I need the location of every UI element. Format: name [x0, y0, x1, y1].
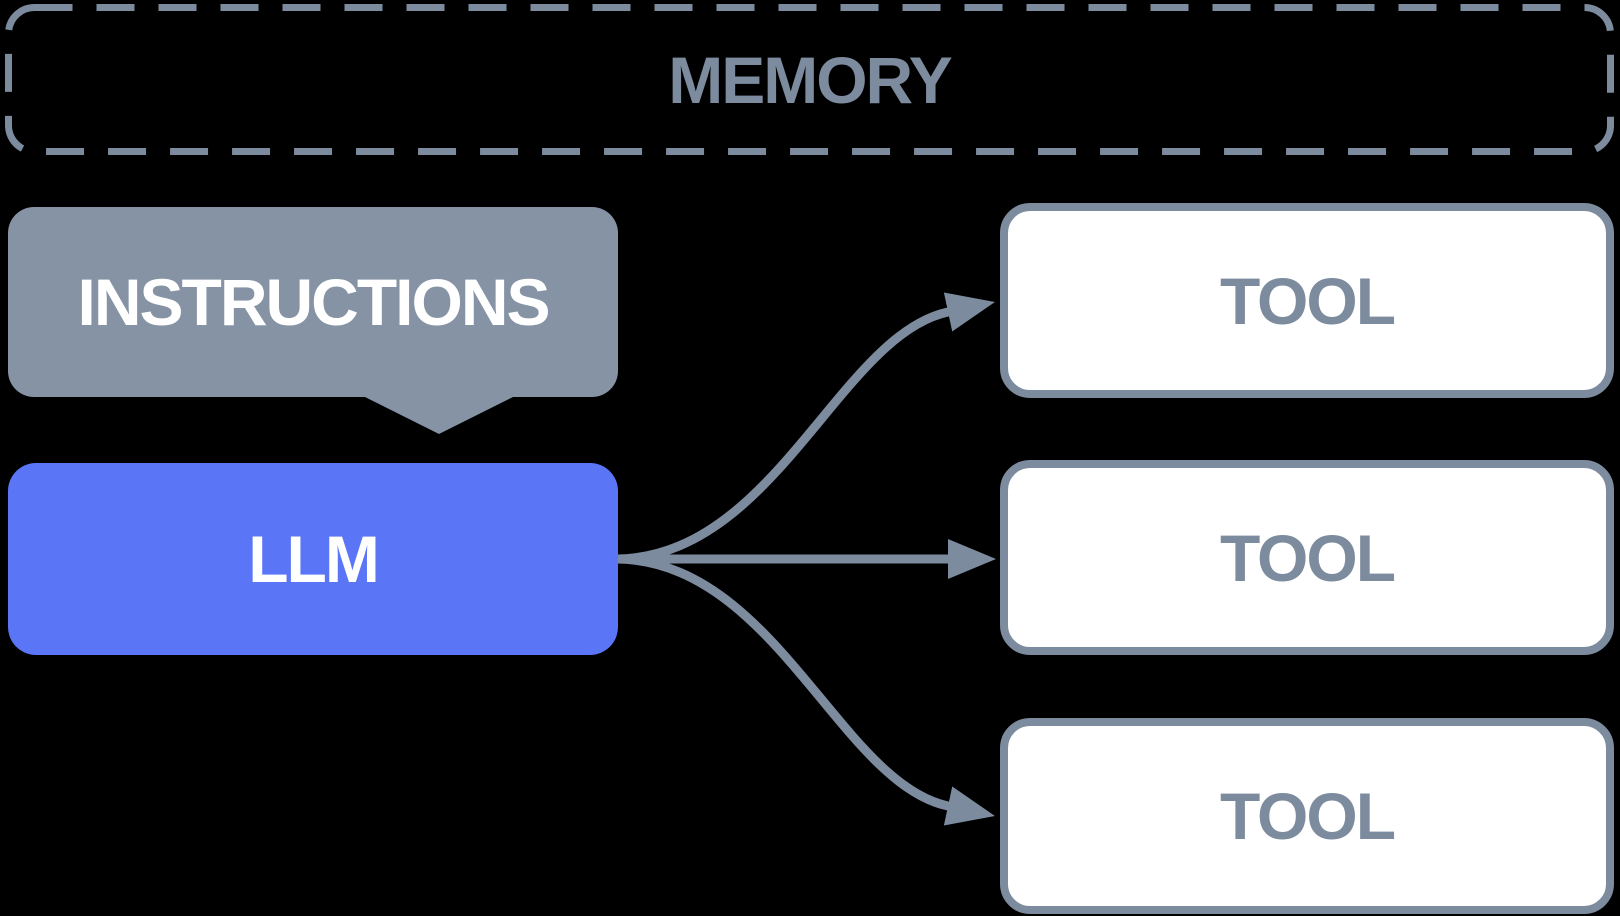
tool-node-1: TOOL: [1000, 203, 1614, 398]
memory-label: MEMORY: [668, 42, 953, 117]
llm-label: LLM: [248, 522, 380, 596]
tool-node-2: TOOL: [1000, 460, 1614, 655]
tool-node-3: TOOL: [1000, 718, 1614, 914]
tool-1-label: TOOL: [1219, 263, 1396, 338]
arrow-llm-to-tool-3: [613, 554, 995, 826]
llm-node: LLM: [8, 463, 618, 655]
tool-2-label: TOOL: [1219, 520, 1396, 595]
instructions-node: INSTRUCTIONS: [8, 207, 618, 434]
arrow-llm-to-tool-1: [613, 292, 995, 564]
instructions-label: INSTRUCTIONS: [77, 265, 551, 339]
memory-box-border: [5, 4, 1614, 155]
tool-3-label: TOOL: [1219, 779, 1396, 853]
